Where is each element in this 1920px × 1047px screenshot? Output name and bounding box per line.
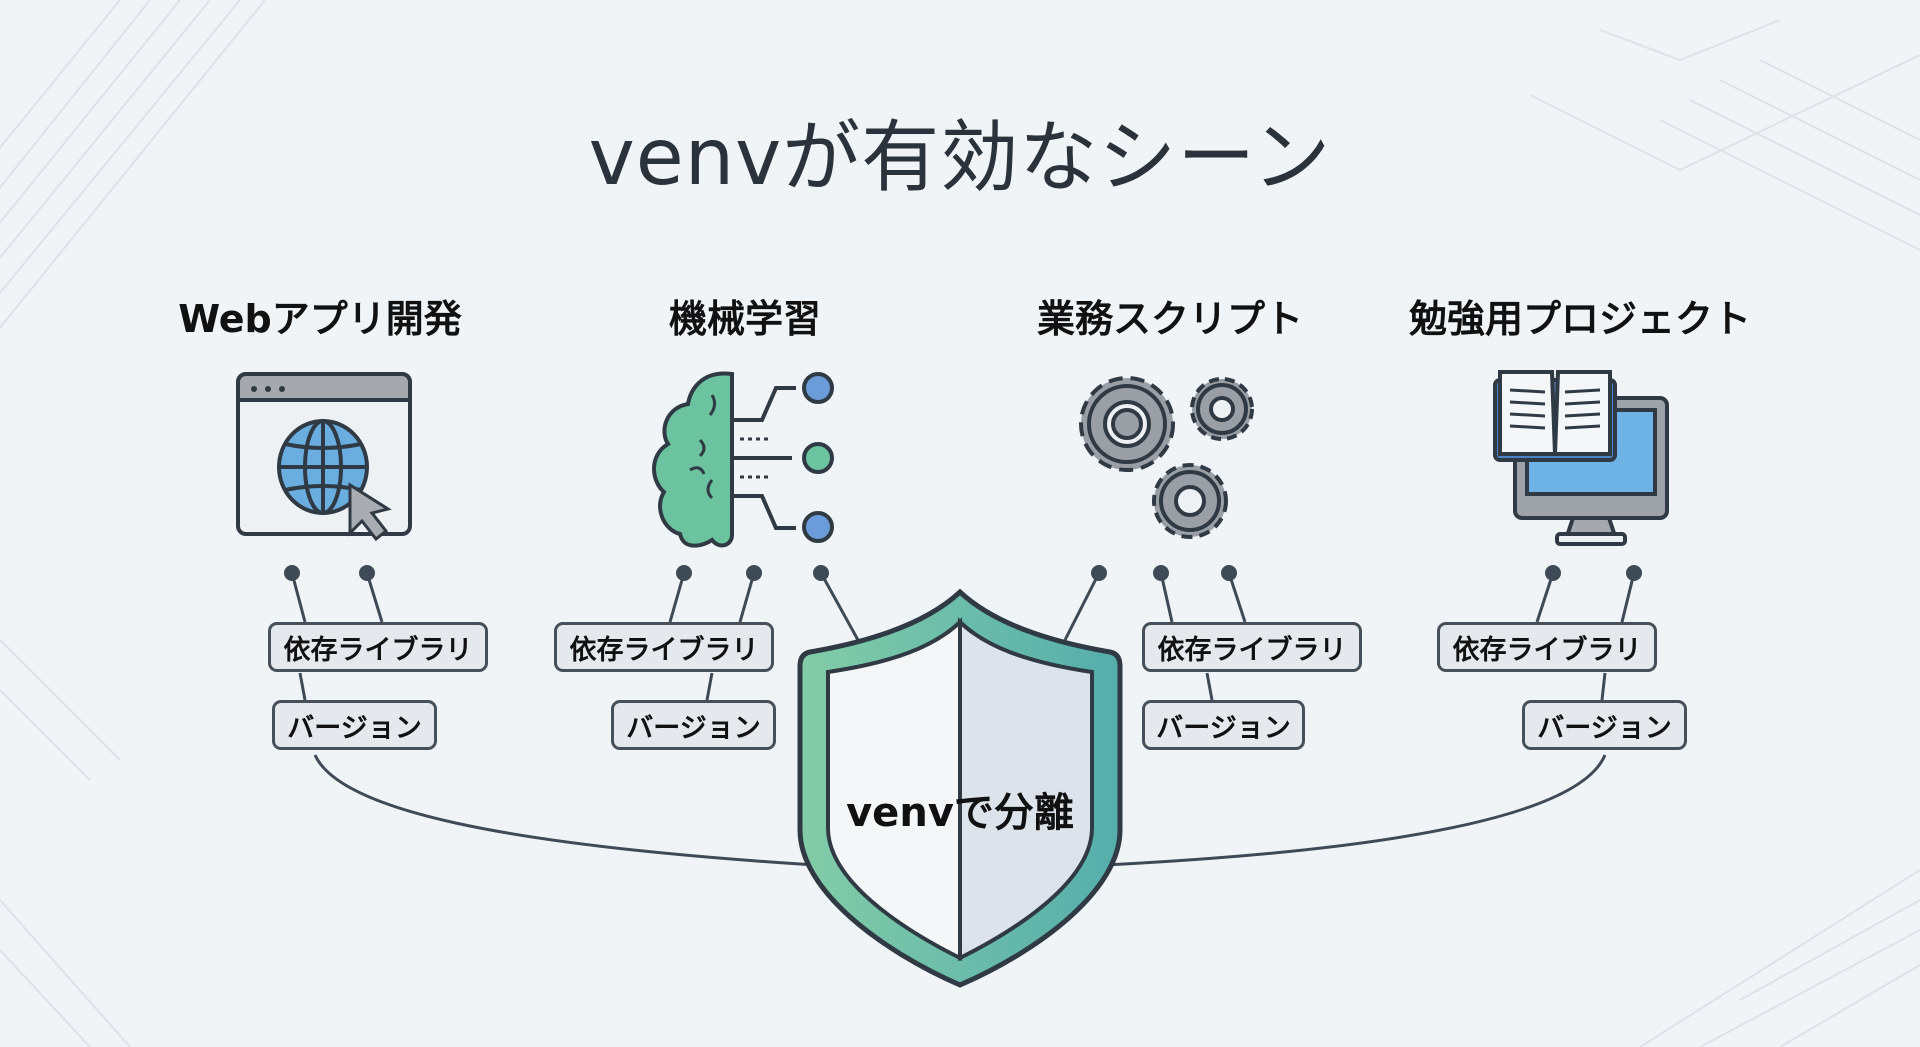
tag-version-study: バージョン [1522,700,1687,750]
scene-heading-study: 勉強用プロジェクト [1408,297,1751,341]
scene-heading-ml: 機械学習 [668,297,821,341]
brain-network-icon [652,371,834,548]
tag-dependency-ml: 依存ライブラリ [554,622,774,672]
connector-lines [290,572,1636,867]
scene-heading-script: 業務スクリプト [1036,297,1303,341]
connector-dots [284,565,1642,581]
browser-globe-icon [236,372,412,542]
tag-version-script: バージョン [1142,700,1305,750]
tag-dependency-web: 依存ライブラリ [268,622,488,672]
tag-dependency-script: 依存ライブラリ [1142,622,1362,672]
tag-dependency-study: 依存ライブラリ [1437,622,1657,672]
book-monitor-icon [1493,370,1669,546]
gears-icon [1079,376,1254,539]
scene-heading-web: Webアプリ開発 [178,297,462,341]
tag-version-web: バージョン [272,700,437,750]
shield-icon [797,588,1123,988]
tag-version-ml: バージョン [611,700,776,750]
shield-label: venvで分離 [846,790,1074,836]
page-title: venvが有効なシーン [588,113,1332,203]
